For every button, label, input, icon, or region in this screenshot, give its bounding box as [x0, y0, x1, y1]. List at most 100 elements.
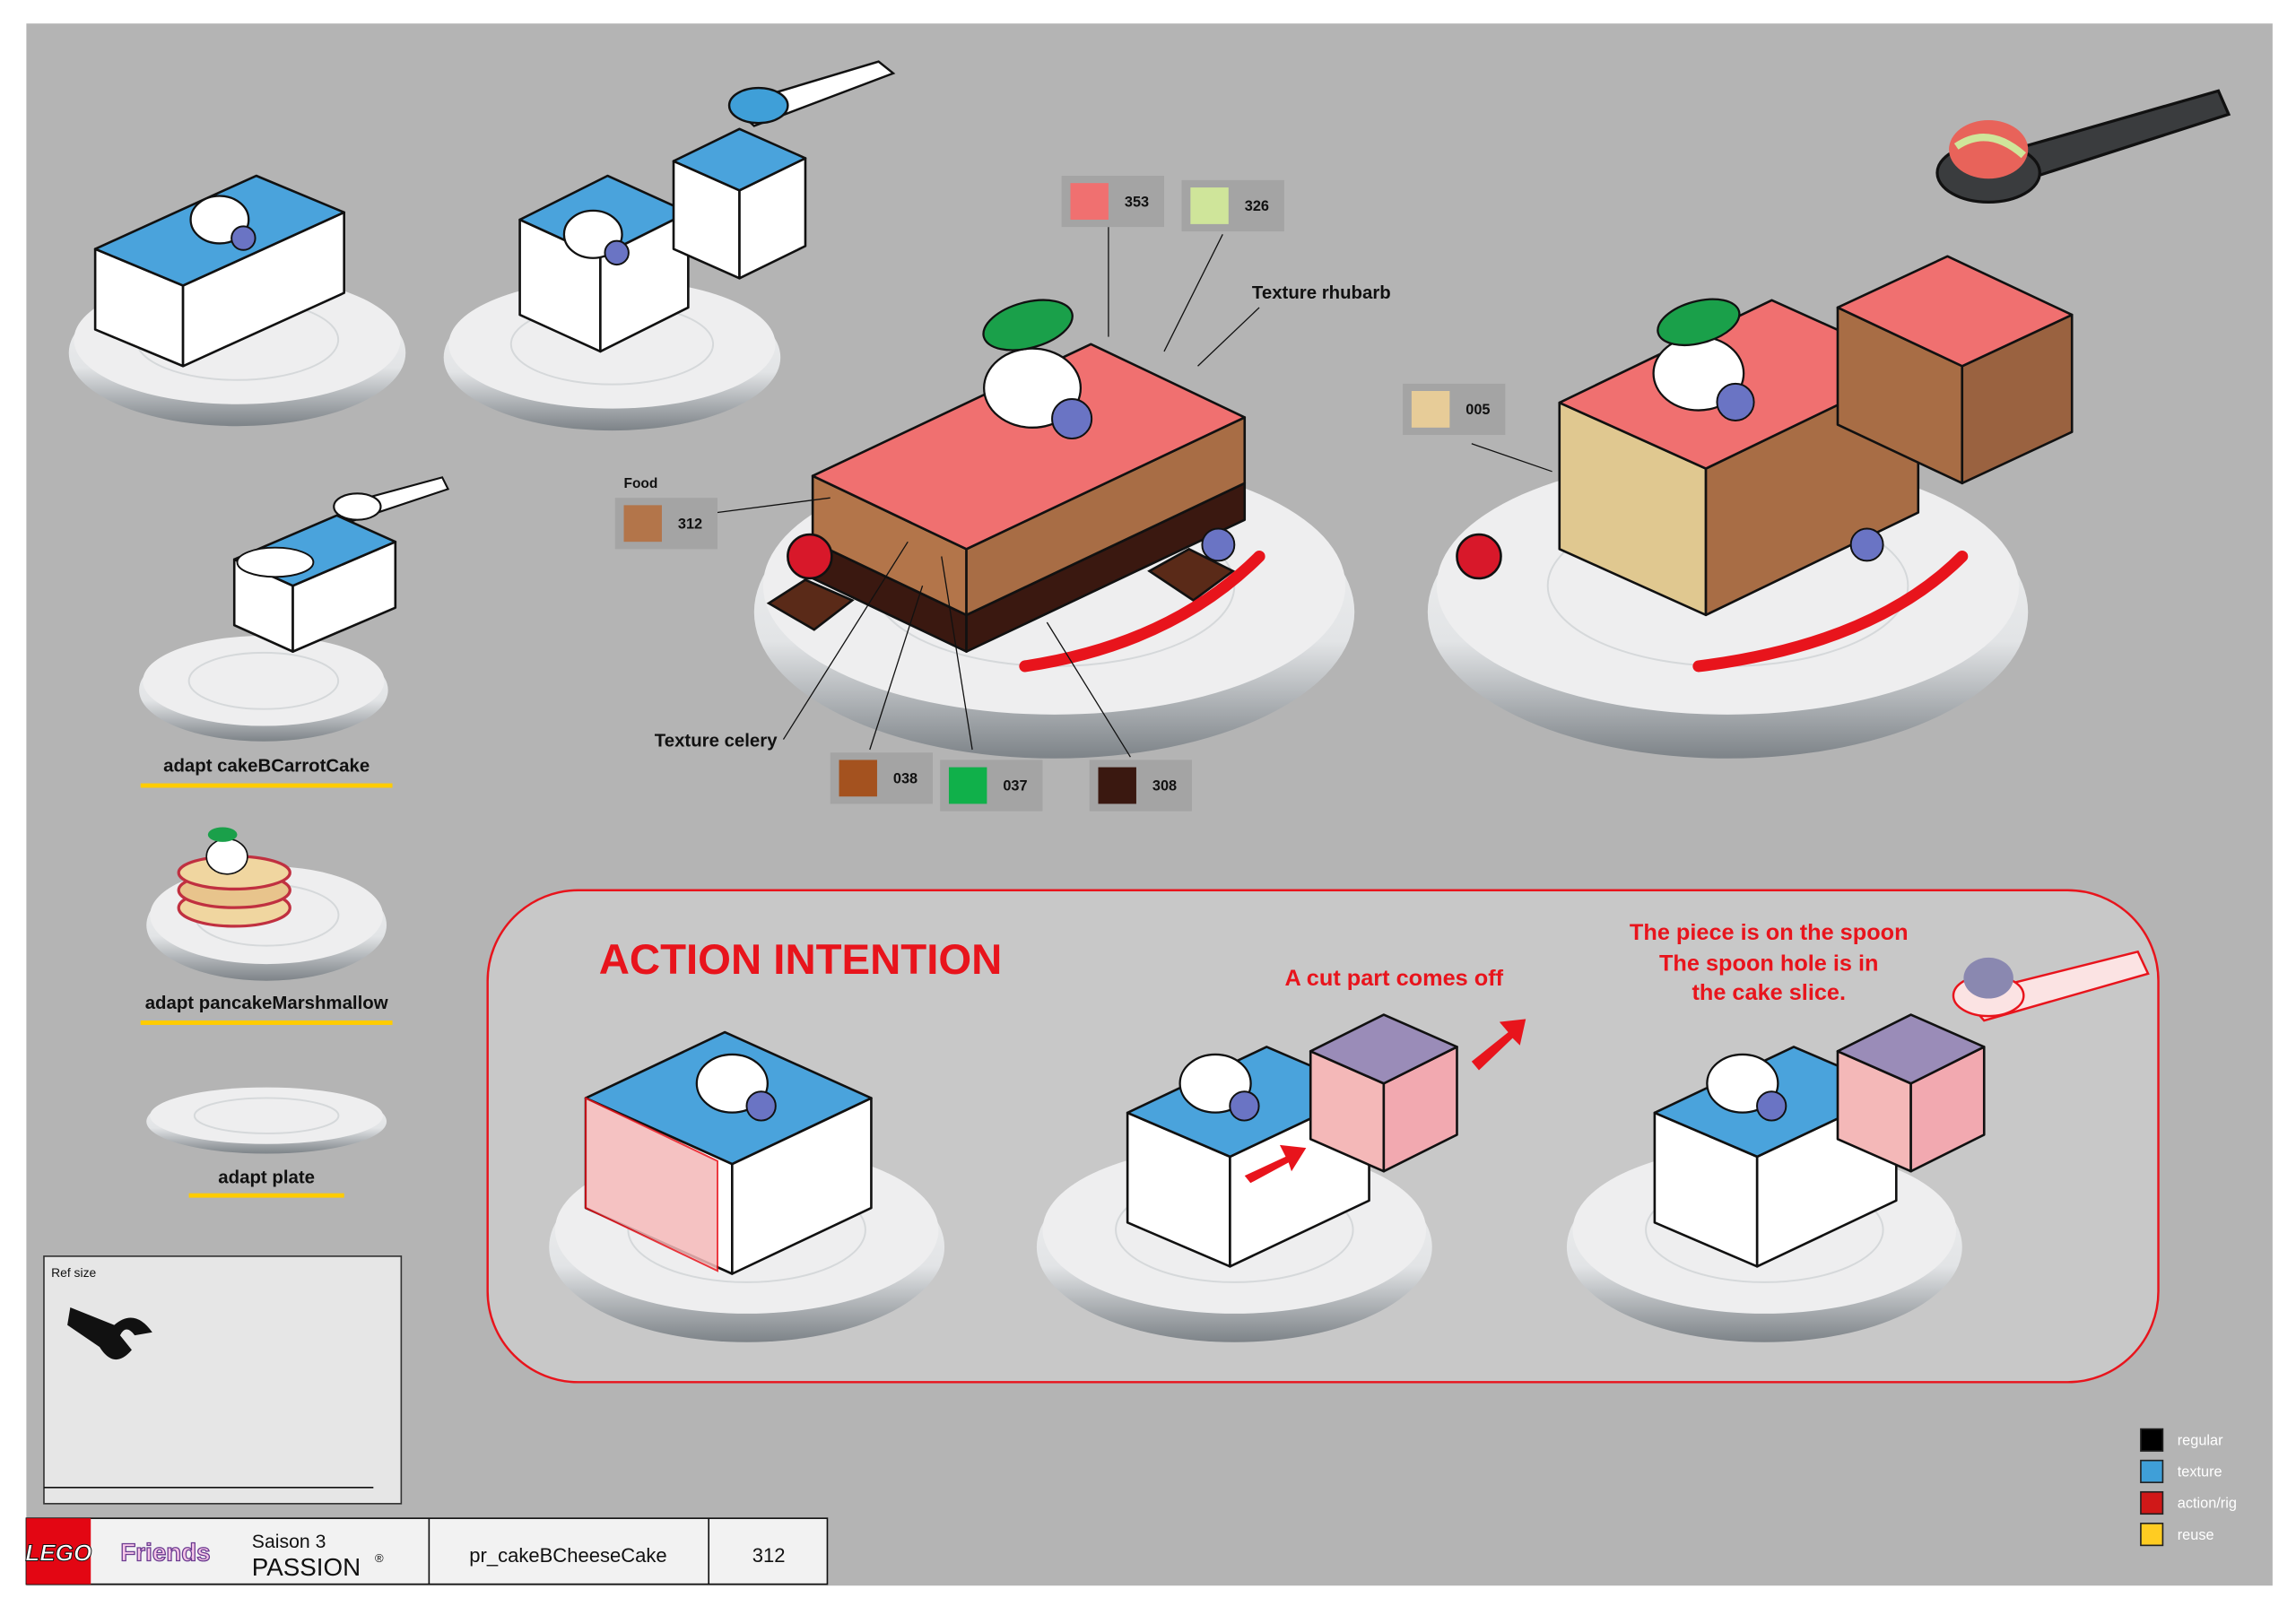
action-cut-piece — [1309, 1013, 1458, 1173]
plate-top — [150, 1087, 384, 1144]
swatch-color — [1190, 187, 1229, 224]
blueberry — [230, 225, 257, 251]
legend-swatch — [2140, 1523, 2164, 1547]
color-swatch: 308 — [1089, 760, 1192, 812]
texture-rhubarb-label: Texture rhubarb — [1252, 283, 1391, 303]
blueberry — [1229, 1090, 1260, 1122]
swatch-code: 308 — [1152, 778, 1177, 794]
action-title: ACTION INTENTION — [599, 936, 1003, 984]
carrot-slices — [236, 546, 315, 578]
cherry — [1456, 533, 1502, 580]
swatch-code: 038 — [893, 771, 918, 787]
legend: regular texture action/rig reuse — [2140, 1428, 2237, 1547]
chocolate-piece — [766, 578, 855, 631]
color-swatch: 037 — [940, 760, 1043, 812]
legend-item: regular — [2140, 1428, 2223, 1452]
chocolate-piece — [1147, 547, 1236, 603]
legend-label: regular — [2178, 1433, 2223, 1449]
reuse-underline — [188, 1193, 344, 1198]
whipped-cream — [205, 838, 248, 875]
cakes — [93, 127, 2074, 1444]
season-text: Saison 3 — [252, 1532, 326, 1552]
minifig-hand-icon — [67, 1307, 152, 1360]
texture-celery-label: Texture celery — [655, 732, 778, 751]
swatch-code: 005 — [1465, 402, 1490, 418]
plate — [146, 1087, 387, 1154]
swatch-code: 037 — [1003, 778, 1027, 794]
arrow-icon — [1471, 1019, 1526, 1071]
asset-name: pr_cakeBCheeseCake — [469, 1544, 666, 1567]
swatch-color — [1070, 183, 1109, 220]
mint-leaf — [207, 827, 238, 842]
cake-top-face — [1309, 1013, 1458, 1085]
action-note-spoon: The spoon hole is in — [1659, 951, 1879, 977]
reuse-underline — [140, 783, 393, 788]
spoon-icon — [727, 60, 896, 127]
registered-mark: ® — [375, 1551, 384, 1565]
swatch-color — [839, 760, 877, 797]
spoon-icon — [1952, 950, 2150, 1022]
legend-item: texture — [2140, 1459, 2222, 1483]
mint-leaf — [982, 299, 1074, 352]
swatch-color — [1411, 391, 1450, 428]
blueberry — [1716, 382, 1755, 421]
legend-swatch — [2140, 1428, 2164, 1452]
friends-logo: Friends — [120, 1539, 210, 1567]
food-label: Food — [624, 476, 658, 491]
cake-top-face — [672, 127, 807, 192]
color-swatch: 005 — [1403, 383, 1506, 435]
blueberry — [1756, 1090, 1787, 1122]
swatch-code: 312 — [678, 516, 702, 532]
lego-logo-text: LEGO — [25, 1539, 91, 1566]
swatch-color — [948, 767, 987, 804]
cake-top-face — [1836, 1013, 1986, 1085]
legend-swatch — [2140, 1490, 2164, 1515]
legend-item: reuse — [2140, 1523, 2214, 1547]
spoon-icon — [333, 476, 450, 523]
mint-leaf — [1657, 298, 1741, 347]
color-swatches: 353 326 005 312 038 037 308 — [614, 176, 1506, 812]
color-swatch: 326 — [1181, 179, 1284, 232]
legend-label: reuse — [2178, 1527, 2214, 1543]
asset-number: 312 — [752, 1544, 786, 1567]
reuse-label: adapt plate — [218, 1168, 315, 1187]
action-note-spoon: the cake slice. — [1692, 980, 1846, 1005]
color-swatch: 038 — [830, 752, 933, 804]
lego-logo — [26, 1518, 91, 1585]
legend-swatch — [2140, 1459, 2164, 1483]
sauce-stroke — [1019, 550, 1265, 673]
spoon-icon — [1935, 89, 2231, 204]
plate-top — [143, 635, 385, 726]
plate — [139, 635, 388, 742]
legend-label: texture — [2178, 1464, 2222, 1480]
cake-top-face — [811, 343, 1247, 551]
legend-label: action/rig — [2178, 1496, 2237, 1512]
color-swatch: 312 — [614, 498, 718, 550]
action-cut-piece — [1836, 1013, 1986, 1173]
swatch-color — [623, 505, 662, 543]
ref-size-label: Ref size — [51, 1265, 96, 1280]
reuse-label: adapt cakeBCarrotCake — [163, 756, 370, 776]
rhubarb-cake — [811, 343, 1247, 617]
plate-well — [187, 651, 340, 710]
color-swatch: 353 — [1061, 176, 1164, 228]
leader-lines — [717, 227, 1552, 758]
title-block: LEGO Friends Saison 3 PASSION ® pr_cakeB… — [25, 1517, 829, 1585]
blueberry — [604, 239, 630, 266]
swatch-code: 326 — [1245, 198, 1269, 214]
plate-well — [193, 1097, 340, 1134]
blue-cake-piece — [672, 127, 807, 280]
reuse-label: adapt pancakeMarshmallow — [145, 994, 388, 1013]
blueberry — [1051, 398, 1093, 440]
arrow-icon — [1244, 1144, 1307, 1184]
legend-item: action/rig — [2140, 1490, 2237, 1515]
action-note-spoon: The piece is on the spoon — [1630, 920, 1909, 945]
action-cut-region — [585, 1097, 718, 1272]
blue-cake — [93, 174, 345, 368]
blueberry — [745, 1090, 777, 1122]
swatch-code: 353 — [1125, 194, 1149, 210]
cherry — [787, 533, 833, 580]
reuse-underline — [140, 1020, 393, 1025]
ref-size-box: Ref size — [43, 1255, 403, 1505]
